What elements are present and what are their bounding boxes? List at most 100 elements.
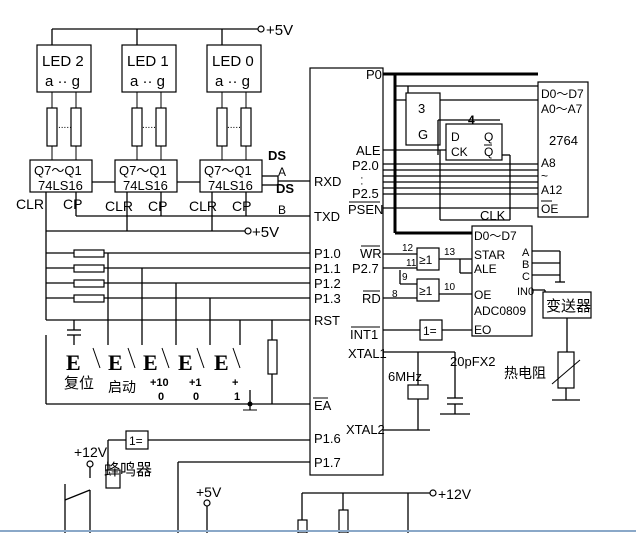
pin8: 8: [392, 289, 398, 300]
buzzer-driver: 1= +12V 蜂鸣器: [64, 430, 310, 533]
ds-label-b: B: [278, 203, 286, 217]
sr0-cp: CP: [232, 198, 251, 214]
adc-ale: ALE: [474, 262, 497, 276]
vcc-top-label: +5V: [266, 22, 293, 39]
key-reset-label: 复位: [64, 374, 94, 392]
key-plus10-letter: E: [178, 350, 193, 375]
shift-register-1: Q7～Q1 74LS16: [114, 159, 178, 193]
led-display-2: LED 2 a ·· g: [36, 44, 92, 93]
adc-part: ADC0809: [474, 304, 526, 318]
pin-p2-7: P2.7: [352, 261, 379, 276]
adc-eo: EO: [474, 323, 491, 337]
thermistor: 热电阻: [504, 351, 581, 389]
pin9: 9: [402, 272, 408, 283]
pin-int1: INT1: [350, 327, 378, 342]
pin-ea: EA: [314, 398, 332, 413]
or2-label: ≥1: [419, 284, 433, 298]
pin-xtal2: XTAL2: [346, 422, 385, 437]
pin10: 10: [444, 282, 456, 293]
key-plus1-letter: E: [214, 350, 229, 375]
adc-clk: CLK: [480, 208, 506, 223]
key-reset[interactable]: E 复位: [64, 347, 101, 392]
pin-p1-6: P1.6: [314, 431, 341, 446]
eprom-oe: OE: [541, 202, 558, 216]
ds-label-2: DS: [276, 181, 294, 196]
dots-1: .....: [142, 120, 156, 131]
transmitter-label: 变送器: [546, 298, 591, 315]
eprom-2764: D0～D7 A0～A7 2764 A8 ~ A12 OE: [537, 81, 589, 218]
eprom-tilde: ~: [541, 169, 548, 183]
led-display-0: LED 0 a ·· g: [206, 44, 262, 93]
pin-xtal1: XTAL1: [348, 346, 387, 361]
key-plus1-sub: 1: [234, 391, 240, 403]
pin-p2-0: P2.0: [352, 158, 379, 173]
led1-segments: a ·· g: [130, 73, 165, 90]
latch-three: 3: [418, 101, 425, 116]
adc-c: C: [522, 271, 530, 283]
key-plus1-label: +: [232, 377, 238, 389]
led0-segments: a ·· g: [215, 73, 250, 90]
int1-buffer-label: 1=: [423, 324, 437, 338]
or-gate-wr: ≥1 12 11 13: [402, 243, 456, 271]
pin-rxd: RXD: [314, 174, 341, 189]
latch-d: D: [451, 130, 460, 144]
key-start-label: 启动: [108, 379, 136, 395]
key-plus100-letter: E: [143, 350, 158, 375]
eprom-addr: A0～A7: [541, 102, 583, 116]
address-latch: 3 G D CK Q Q 4: [405, 92, 503, 161]
key-plus100-label: +10: [150, 377, 169, 389]
transmitter: 变送器: [542, 291, 592, 319]
shift-register-2: Q7～Q1 74LS16: [29, 159, 93, 193]
buzzer-buffer-label: 1=: [129, 434, 143, 448]
pin-p1-1: P1.1: [314, 261, 341, 276]
adc-star: STAR: [474, 248, 505, 262]
top-vcc-rail: +5V: [51, 22, 293, 45]
led-display-1: LED 1 a ·· g: [121, 44, 177, 93]
eprom-a12: A12: [541, 183, 563, 197]
sr0-part: 74LS16: [208, 178, 253, 193]
latch-q: Q: [484, 130, 493, 144]
adc-oe: OE: [474, 288, 491, 302]
segment-resistors: ..... ..... .....: [46, 92, 252, 160]
dots-2: .....: [58, 120, 72, 131]
ds-label-1: DS: [268, 148, 286, 163]
sr2-cp: CP: [63, 196, 82, 212]
crystal-caps: 20pFX2: [450, 354, 496, 369]
adc-in0: IN0: [517, 286, 534, 298]
sr2-part: 74LS16: [38, 178, 83, 193]
crystal-freq: 6MHz: [388, 369, 422, 384]
led2-segments: a ·· g: [45, 73, 80, 90]
sr1-clr: CLR: [105, 198, 133, 214]
pin-p0: P0: [366, 67, 382, 82]
sr2-outputs: Q7～Q1: [34, 163, 82, 178]
key-start-letter: E: [108, 350, 123, 375]
pin-psen: PSEN: [348, 202, 383, 217]
or1-label: ≥1: [419, 253, 433, 267]
sr0-outputs: Q7～Q1: [204, 163, 252, 178]
adc-0809: D0～D7 A B C IN0 STAR ALE OE ADC0809 EO C…: [471, 208, 534, 337]
pin-dot-a: ·: [360, 172, 364, 184]
latch-ck: CK: [451, 145, 468, 159]
key-reset-letter: E: [66, 350, 81, 375]
pin-p2-5: P2.5: [352, 186, 379, 201]
pin-wr: WR: [360, 246, 382, 261]
led1-label: LED 1: [127, 53, 169, 70]
mcu-chip: RXD TXD P1.0 P1.1 P1.2 P1.3 RST EA P1.6 …: [309, 67, 387, 476]
key-start[interactable]: E 启动: [108, 347, 136, 395]
eprom-a8: A8: [541, 156, 556, 170]
key-plus100-sub: 0: [158, 391, 164, 403]
led2-label: LED 2: [42, 53, 84, 70]
pin-rd: RD: [362, 291, 381, 306]
key-plus-10[interactable]: E +1 0: [178, 347, 205, 403]
led0-label: LED 0: [212, 53, 254, 70]
pin-p1-7: P1.7: [314, 455, 341, 470]
adc-a: A: [522, 247, 530, 259]
buzzer-label: 蜂鸣器: [104, 461, 152, 479]
pin-rst: RST: [314, 313, 340, 328]
key-plus-100[interactable]: E +10 0: [143, 347, 170, 403]
sr1-cp: CP: [148, 198, 167, 214]
v12-right-label: +12V: [438, 486, 472, 502]
key-plus-1[interactable]: E + 1: [214, 347, 241, 403]
vcc-mid-label: +5V: [252, 224, 279, 241]
